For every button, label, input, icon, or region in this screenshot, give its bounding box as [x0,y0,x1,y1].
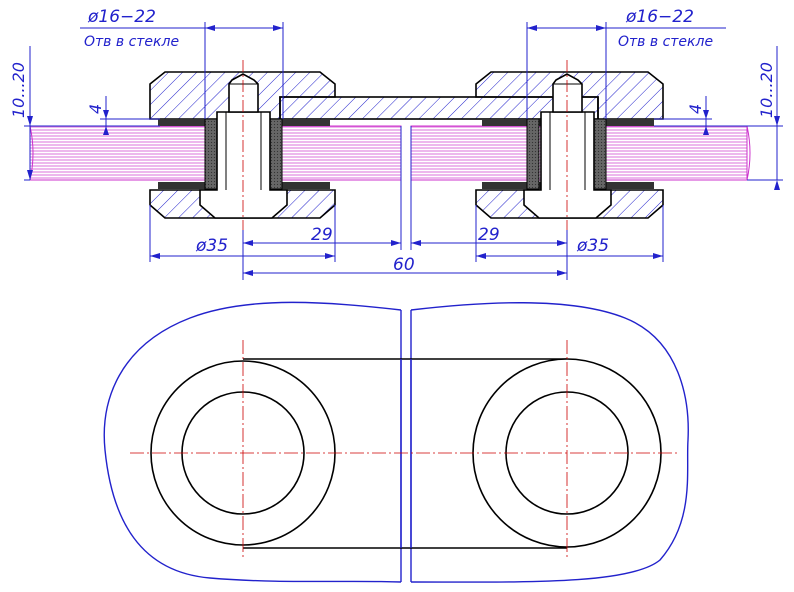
offset-left-label: 29 [311,225,333,245]
sealant-left-a [204,118,218,190]
gasket-thickness-left-label: 4 [86,104,105,114]
sealant-right-b [593,118,607,190]
gasket-thickness-right-label: 4 [686,104,705,114]
glass-thickness-left-label: 10...20 [9,62,28,118]
glass-thickness-right-label: 10...20 [757,62,776,118]
bolt-left [199,111,288,219]
dimension-labels: ø16−22 Отв в стекле ø16−22 Отв в стекле … [9,7,776,275]
pin-right [552,73,583,113]
section-view [29,60,751,250]
hole-diameter-right-label: ø16−22 [625,7,694,27]
pin-left [228,73,259,113]
fitting-left [149,71,336,219]
glass-outline-right [410,302,689,583]
offset-right-label: 29 [478,225,500,245]
hole-diameter-left-label: ø16−22 [87,7,156,27]
bolt-right [523,111,612,219]
fitting-right [475,71,664,219]
dimensions [24,22,783,280]
glass-outline-left [103,301,402,583]
center-distance-label: 60 [393,255,415,275]
hole-note-left-label: Отв в стекле [84,34,179,50]
hole-note-right-label: Отв в стекле [618,34,713,50]
sealant-right-a [526,118,540,190]
plan-view [103,301,689,583]
sealant-left-b [269,118,283,190]
cap-diameter-left-label: ø35 [195,236,228,256]
cap-diameter-right-label: ø35 [576,236,609,256]
